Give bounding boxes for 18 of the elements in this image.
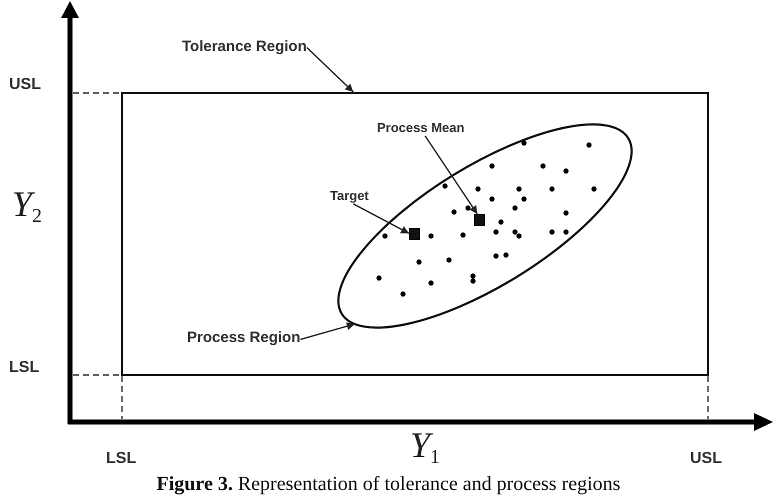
callout-label: Process Mean [377,121,464,136]
leader-arrow [300,322,355,340]
callout-label: Target [330,189,369,204]
square-marker [409,228,420,240]
callout-label: Tolerance Region [182,38,307,56]
limit-label: LSL [106,450,136,468]
limit-label: USL [690,450,722,468]
tolerance-rectangle [121,92,709,376]
leader-arrow [352,203,410,234]
leader-arrow [424,136,478,214]
limit-label: USL [9,76,41,94]
callout-label: Process Region [187,329,300,346]
axis-label: Y$_{1}$ [410,427,440,468]
axis-label: Y$_{2}$ [12,186,42,227]
leader-arrow [306,47,354,92]
figure-caption: Figure 3. Representation of tolerance and process regions [156,473,620,495]
limit-label: LSL [9,359,40,378]
square-marker [474,214,485,226]
